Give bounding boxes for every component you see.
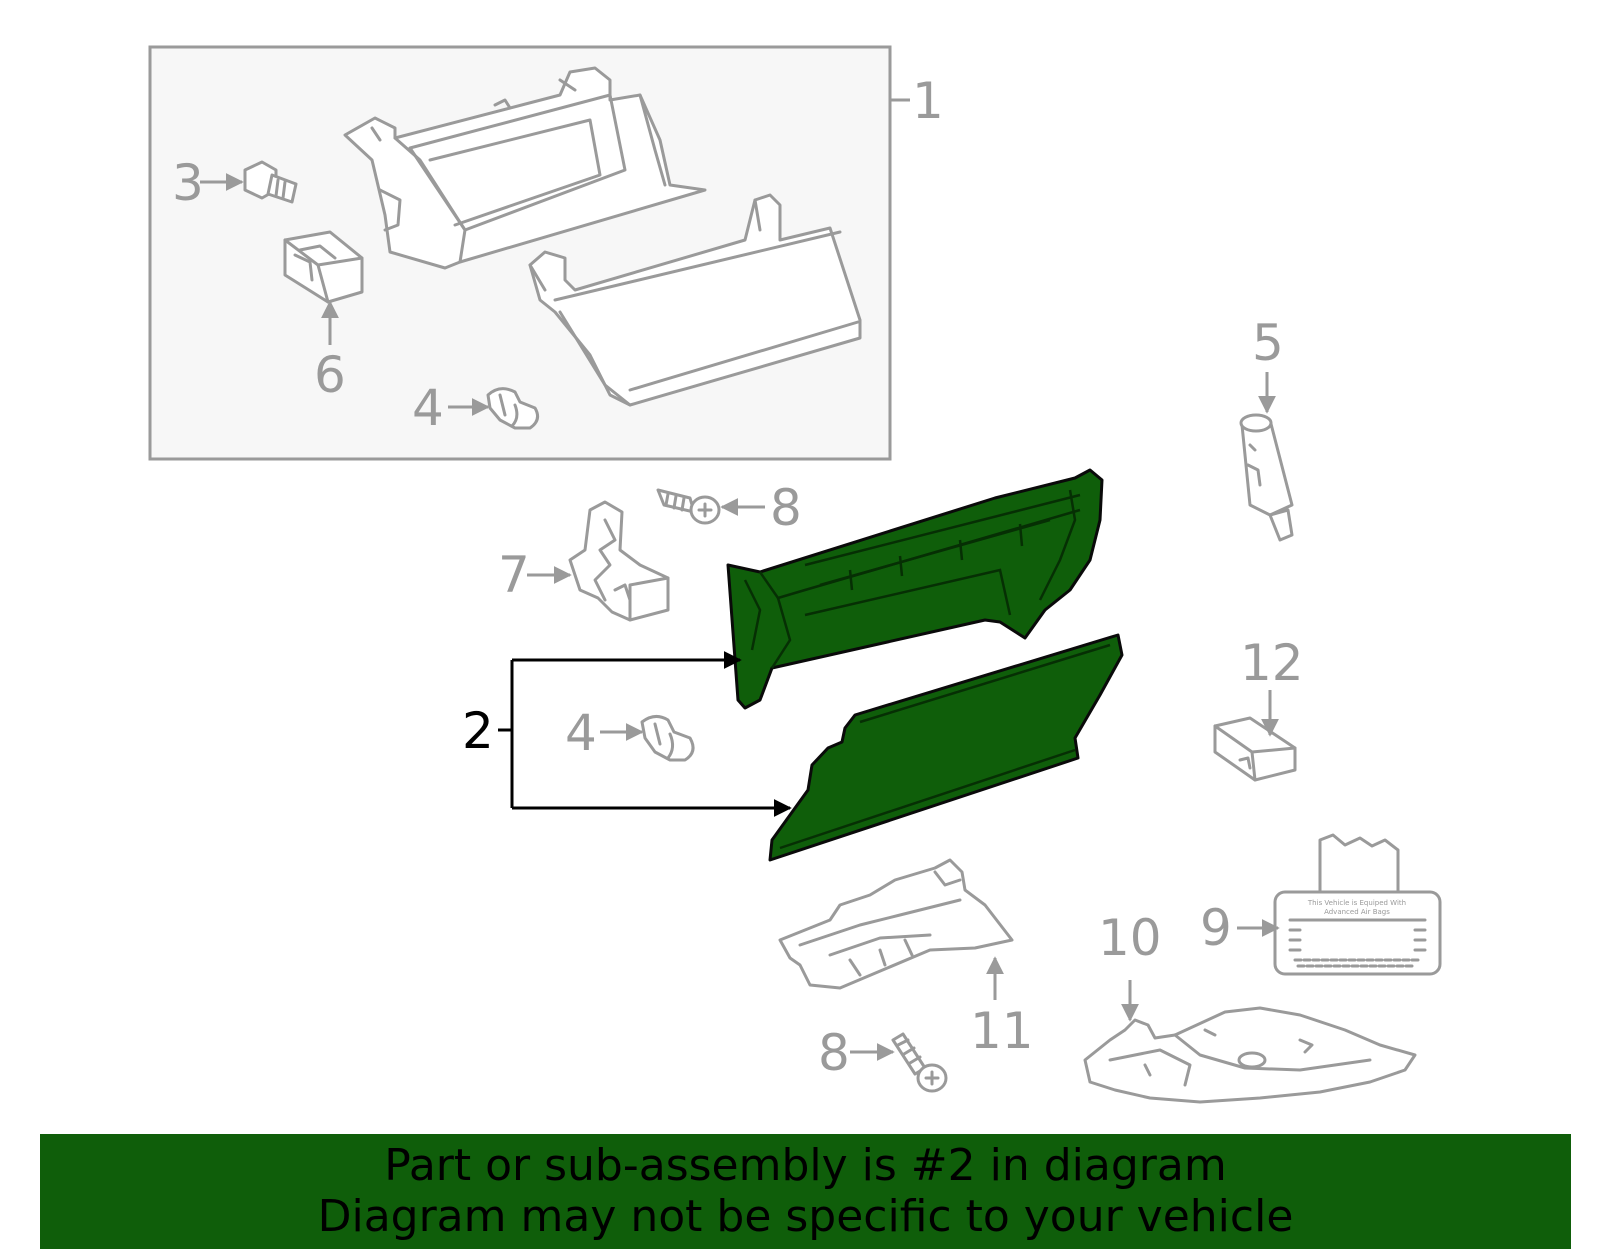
callout-6: 6 — [314, 346, 346, 404]
callout-10: 10 — [1098, 909, 1162, 967]
glove-box-door-drawing — [528, 193, 862, 407]
panel-10-drawing — [1083, 1006, 1417, 1104]
callout-4b: 4 — [565, 704, 597, 762]
stopper-4a-drawing — [486, 387, 540, 430]
bolt-3-drawing — [243, 160, 298, 204]
glove-box-compartment-drawing — [726, 468, 1104, 710]
banner-line-2: Diagram may not be specific to your vehi… — [317, 1191, 1294, 1242]
glove-box-frame-drawing — [343, 66, 707, 270]
bracket-7-drawing — [568, 500, 670, 622]
info-banner: Part or sub-assembly is #2 in diagram Di… — [40, 1134, 1571, 1249]
callout-3: 3 — [172, 154, 204, 212]
callout-2: 2 — [462, 702, 494, 760]
screw-8b-drawing — [891, 1032, 948, 1093]
callout-8b: 8 — [818, 1024, 850, 1082]
callout-1: 1 — [912, 72, 944, 130]
callout-11: 11 — [970, 1002, 1034, 1060]
clip-12-drawing — [1213, 716, 1297, 782]
callout-7: 7 — [498, 546, 530, 604]
callout-9: 9 — [1200, 899, 1232, 957]
callout-5: 5 — [1252, 314, 1284, 372]
panel-11-drawing — [778, 858, 1014, 990]
lock-cylinder-5-drawing — [1239, 413, 1294, 542]
callout-4a: 4 — [412, 379, 444, 437]
label-9-drawing: This Vehicle is Equiped With Advanced Ai… — [1273, 833, 1442, 976]
callout-8a: 8 — [770, 479, 802, 537]
clip-6-drawing — [283, 230, 364, 304]
leader-lines — [200, 173, 1280, 1061]
label-9-line2: Advanced Air Bags — [1324, 908, 1390, 916]
glove-box-door-panel-drawing — [768, 633, 1124, 862]
screw-8a-drawing — [656, 488, 721, 525]
banner-line-1: Part or sub-assembly is #2 in diagram — [384, 1140, 1227, 1191]
callout-12: 12 — [1240, 634, 1304, 692]
label-9-line1: This Vehicle is Equiped With — [1307, 899, 1406, 907]
stopper-4b-drawing — [640, 715, 695, 762]
